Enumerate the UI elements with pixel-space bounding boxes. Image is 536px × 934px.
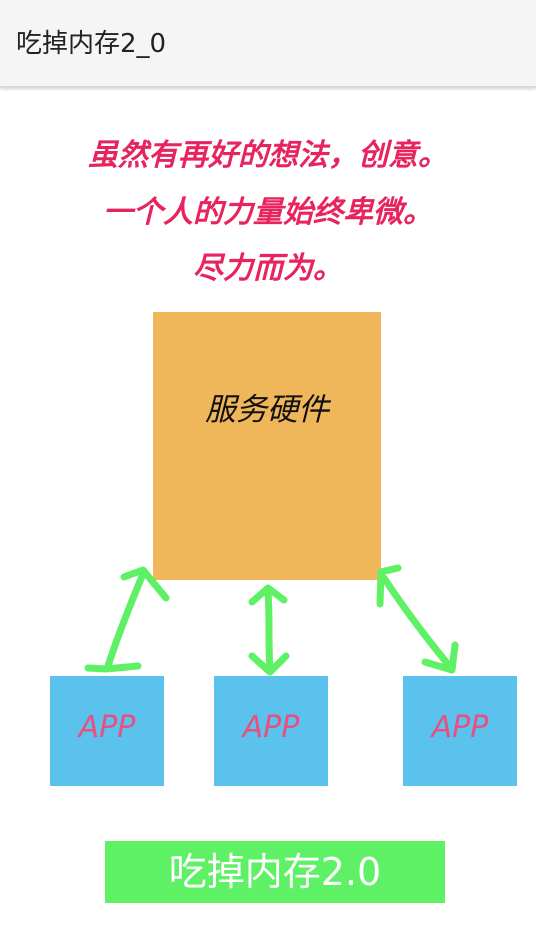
arrow-left-head-top [120, 566, 170, 602]
arrow-right-double [376, 564, 459, 674]
arrow-middle-head-top [248, 584, 288, 606]
arrow-middle-head-bottom [248, 652, 290, 676]
arrow-left-shaft [104, 570, 147, 670]
arrow-middle-shaft [264, 588, 274, 672]
slogan-line-3: 尽力而为。 [193, 251, 343, 286]
eat-memory-button[interactable]: 吃掉内存2.0 [105, 841, 445, 903]
app-title: 吃掉内存2_0 [16, 29, 167, 59]
app-label-left: APP [78, 710, 136, 745]
app-label-right: APP [431, 710, 489, 745]
app-box-middle: APP [214, 676, 328, 786]
arrow-left-double [84, 566, 170, 673]
app-box-left: APP [50, 676, 164, 786]
arrow-left-head-bottom [84, 662, 142, 673]
app-label-middle: APP [242, 710, 300, 745]
arrow-right-shaft [380, 574, 455, 672]
arrow-right-head-top [376, 564, 402, 608]
server-hardware-box: 服务硬件 [153, 312, 381, 580]
app-box-right: APP [403, 676, 517, 786]
app-bar: 吃掉内存2_0 [0, 0, 536, 87]
arrow-right-head-bottom [421, 641, 459, 674]
slogan-line-2: 一个人的力量始终卑微。 [103, 195, 433, 230]
arrow-middle-double [248, 584, 290, 676]
slogan-line-1: 虽然有再好的想法，创意。 [88, 138, 448, 173]
server-hardware-label: 服务硬件 [205, 392, 329, 428]
